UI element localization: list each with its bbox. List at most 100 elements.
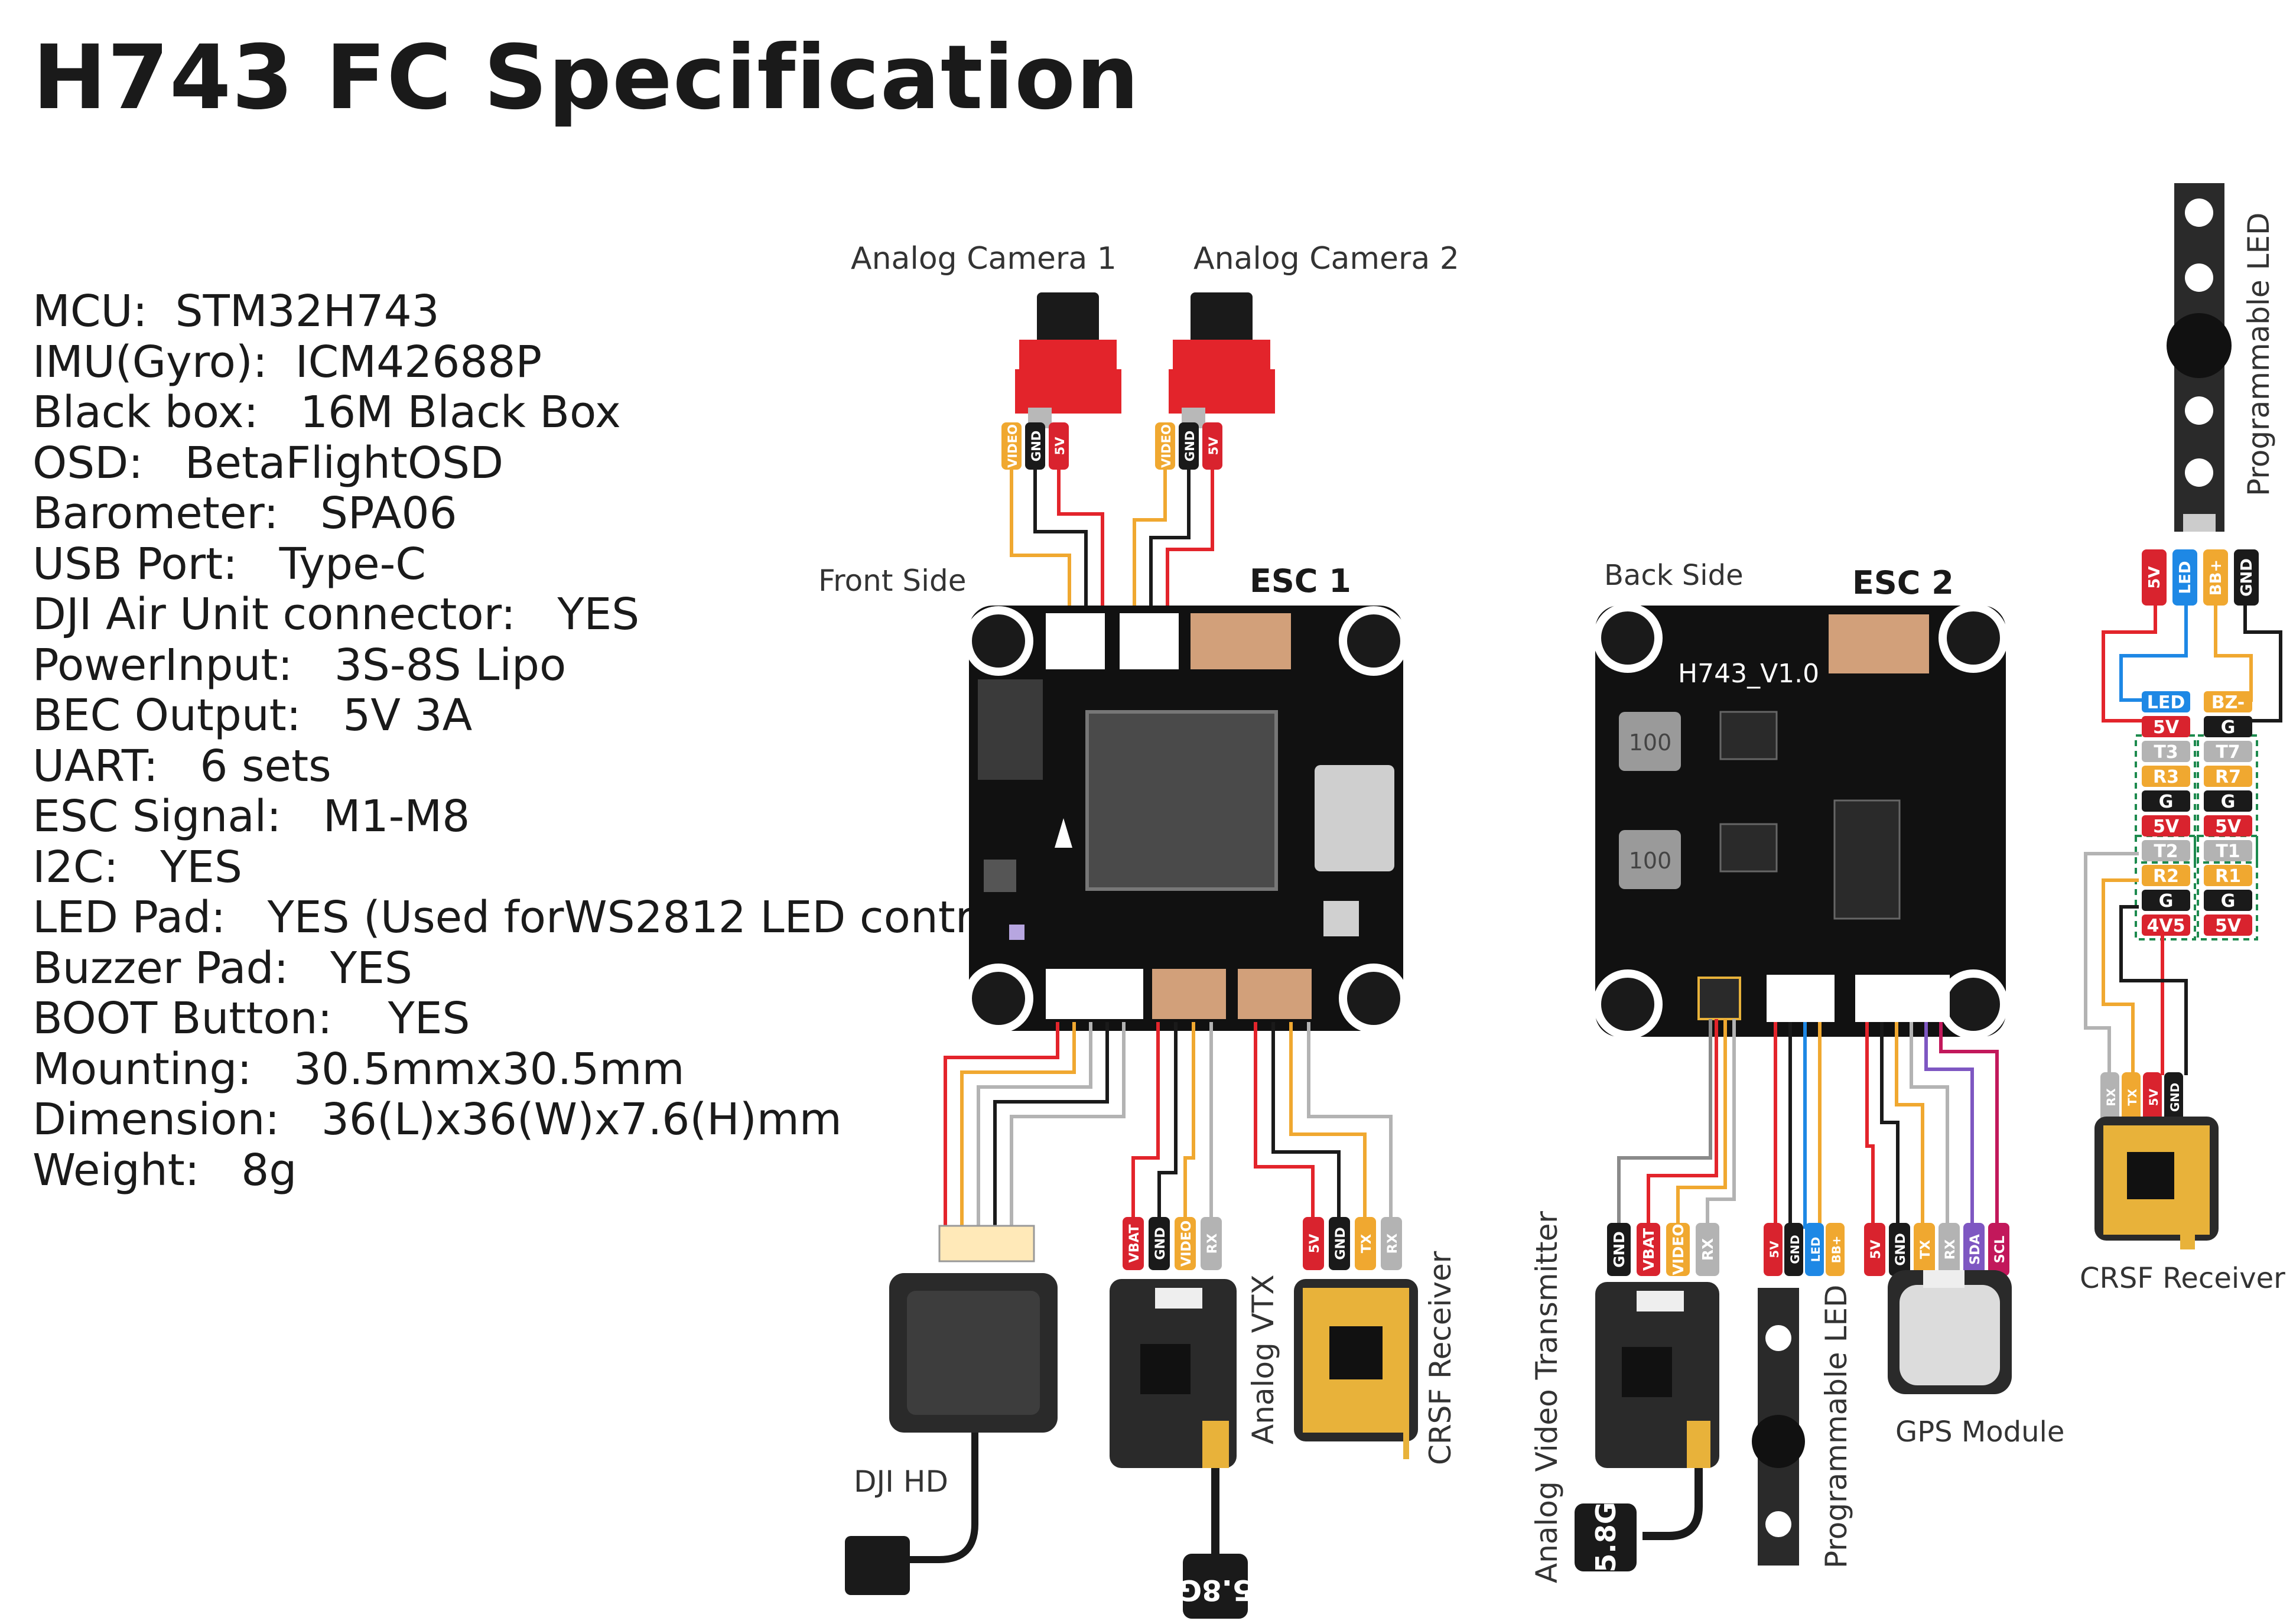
pin-label: 5V bbox=[2147, 1088, 2161, 1106]
pin-tag bbox=[1988, 1223, 2009, 1276]
pin-label: VIDEO bbox=[1670, 1223, 1687, 1275]
analog-camera-2 bbox=[1169, 292, 1275, 428]
pin-tag bbox=[1155, 422, 1175, 470]
pin-label: RX bbox=[2105, 1088, 2118, 1106]
pin-label: BB+ bbox=[2207, 559, 2225, 596]
analog-camera-1 bbox=[1015, 292, 1121, 428]
pin-label: GND bbox=[2168, 1083, 2182, 1112]
pad-label: 5V bbox=[2215, 916, 2242, 936]
pin-label: 5V bbox=[1307, 1234, 1322, 1254]
pad-tag bbox=[2142, 766, 2190, 787]
pin-label: GND bbox=[1182, 431, 1197, 461]
pad-tag bbox=[2204, 691, 2252, 712]
pin-tag bbox=[2172, 549, 2197, 606]
pad-label: G bbox=[2221, 717, 2236, 738]
back-bottom-wires bbox=[1617, 1019, 1999, 1229]
pin-label: RX bbox=[1205, 1234, 1220, 1254]
pin-tag bbox=[1764, 1223, 1783, 1276]
pad-label: T7 bbox=[2216, 742, 2240, 763]
pin-tag bbox=[2100, 1072, 2119, 1122]
pin-label: GND bbox=[1153, 1227, 1168, 1260]
pad-label: G bbox=[2221, 792, 2236, 812]
pin-tag bbox=[1329, 1217, 1350, 1270]
analog-vtx-label: Analog VTX bbox=[1246, 1274, 1280, 1444]
pad-label: R7 bbox=[2215, 767, 2241, 787]
pin-label: TX bbox=[2126, 1089, 2139, 1106]
pin-label: 5V bbox=[2146, 566, 2164, 589]
pad-tag bbox=[2142, 691, 2190, 712]
pad-label: R1 bbox=[2215, 866, 2241, 887]
pin-tag bbox=[1784, 1223, 1803, 1276]
crsf-receiver-label: CRSF Receiver bbox=[1423, 1251, 1458, 1465]
pin-tag bbox=[1864, 1223, 1885, 1276]
pin-label: GND bbox=[1333, 1227, 1348, 1260]
pin-tag bbox=[2143, 1072, 2162, 1122]
spec-row: USB Port: Type-C bbox=[32, 538, 426, 590]
pin-label: VBAT bbox=[1640, 1228, 1657, 1271]
pin-tag bbox=[2203, 549, 2228, 606]
pin-label: RX bbox=[1699, 1238, 1716, 1261]
pin-tag bbox=[1303, 1217, 1324, 1270]
pad-tag bbox=[2204, 840, 2252, 861]
pad-tag bbox=[2142, 890, 2190, 911]
pad-tag bbox=[2204, 890, 2252, 911]
spec-row: Black box: 16M Black Box bbox=[32, 387, 621, 438]
pad-label: G bbox=[2159, 891, 2174, 912]
pin-label: GND bbox=[1611, 1231, 1628, 1268]
pin-label: GND bbox=[1788, 1235, 1802, 1264]
pin-label: 5V bbox=[1052, 437, 1067, 455]
pad-tag bbox=[2142, 790, 2190, 812]
pad-tag bbox=[2142, 815, 2190, 837]
pin-tag bbox=[1637, 1223, 1660, 1276]
pad-label: G bbox=[2221, 891, 2236, 912]
pad-tag bbox=[2142, 840, 2190, 861]
spec-row: OSD: BetaFlightOSD bbox=[32, 437, 504, 489]
pin-label: VBAT bbox=[1127, 1224, 1142, 1263]
pin-label: GND bbox=[1029, 431, 1043, 461]
front-side-label: Front Side bbox=[818, 564, 967, 598]
spec-row: I2C: YES bbox=[32, 841, 243, 893]
pad-label: LED bbox=[2147, 692, 2185, 713]
pin-label: TX bbox=[1918, 1240, 1933, 1259]
right-crsf-label: CRSF Receiver bbox=[2080, 1262, 2285, 1295]
spec-row: IMU(Gyro): ICM42688P bbox=[32, 336, 542, 388]
crsf-receiver-board bbox=[1294, 1279, 1418, 1459]
pin-tag bbox=[1805, 1223, 1824, 1276]
vtx-band-label: 5.8G bbox=[1179, 1573, 1252, 1606]
pin-label: 5V bbox=[1868, 1239, 1884, 1260]
spec-row: Buzzer Pad: YES bbox=[32, 942, 412, 994]
pin-tag bbox=[1889, 1223, 1910, 1276]
board-name-label: H743_V1.0 bbox=[1678, 659, 1819, 689]
pin-label: VIDEO bbox=[1005, 424, 1020, 468]
pin-tag bbox=[2122, 1072, 2141, 1122]
back-vtx-band-label: 5.8G bbox=[1590, 1502, 1622, 1572]
spec-row: BOOT Button: YES bbox=[32, 993, 470, 1044]
spec-row: MCU: STM32H743 bbox=[32, 286, 440, 337]
pin-tag bbox=[2234, 549, 2259, 606]
pad-label: T3 bbox=[2154, 742, 2178, 763]
pad-label: G bbox=[2159, 792, 2174, 812]
top-led-strip bbox=[2167, 183, 2232, 532]
pin-tag bbox=[1202, 422, 1222, 470]
pad-tag bbox=[2204, 716, 2252, 737]
top-led-label: Programmable LED bbox=[2242, 212, 2276, 496]
pin-tag bbox=[2142, 549, 2167, 606]
pin-label: LED bbox=[2177, 561, 2194, 594]
front-bottom-wires bbox=[944, 1022, 1393, 1235]
pin-tag bbox=[1963, 1223, 1985, 1276]
pin-label: GND bbox=[1893, 1233, 1908, 1266]
spec-row: DJI Air Unit connector: YES bbox=[32, 589, 640, 640]
dji-hd-label: DJI HD bbox=[854, 1464, 948, 1499]
pin-tag bbox=[1939, 1223, 1960, 1276]
pin-tag bbox=[1179, 422, 1199, 470]
pad-label: 5V bbox=[2215, 816, 2242, 837]
pin-label: RX bbox=[1943, 1239, 1958, 1260]
pin-label: 5V bbox=[1206, 437, 1221, 455]
back-led-strip bbox=[1752, 1288, 1805, 1566]
pin-tag bbox=[1049, 422, 1069, 470]
